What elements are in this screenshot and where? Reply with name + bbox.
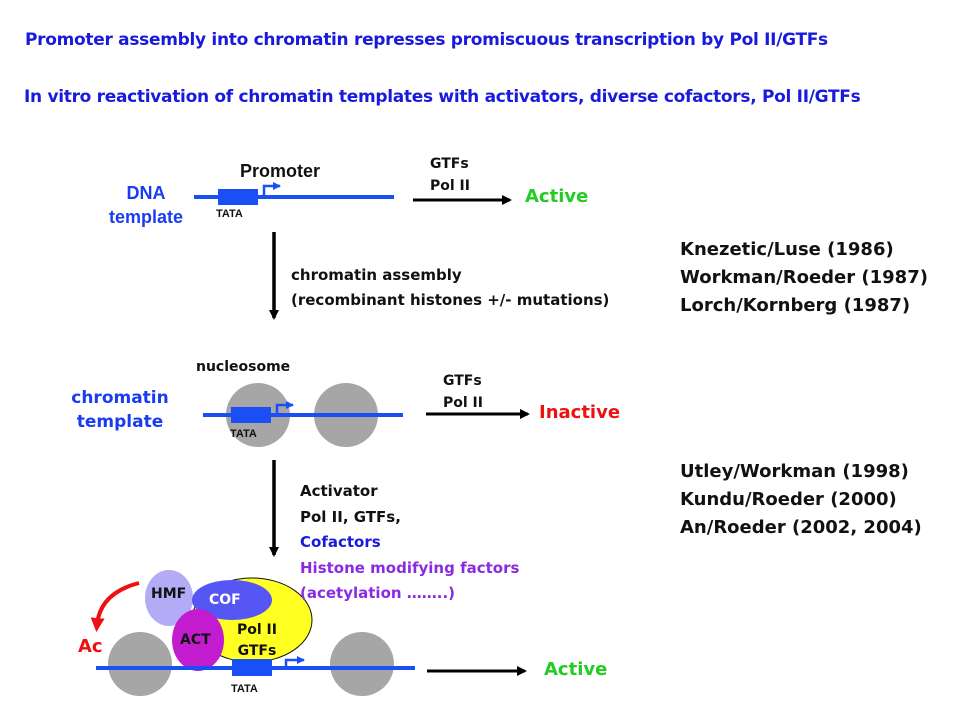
- nucleosome-label: nucleosome: [196, 359, 291, 375]
- stage3-result: Active: [544, 659, 608, 680]
- tss-arrow-icon: [275, 401, 294, 415]
- step1-line: chromatin assembly: [291, 266, 462, 284]
- factor-gtfs: GTFs: [443, 373, 482, 389]
- tata-box: [218, 189, 258, 205]
- act-label: ACT: [180, 632, 211, 648]
- tata-label: TATA: [216, 208, 243, 220]
- factor-gtfs: GTFs: [430, 156, 469, 172]
- label-line: chromatin: [71, 388, 169, 408]
- step2-acetylation: (acetylation ……..): [300, 584, 456, 602]
- stage2-chromatin: [203, 383, 403, 447]
- label-line: template: [108, 207, 184, 227]
- step2-activator: Activator: [300, 482, 378, 500]
- headline-2: In vitro reactivation of chromatin templ…: [24, 87, 861, 107]
- dna-template-label: DNA template: [101, 181, 191, 229]
- label-line: GTFs: [237, 643, 277, 659]
- factor-polii: Pol II: [443, 395, 483, 411]
- reference: Knezetic/Luse (1986): [680, 239, 894, 260]
- step1-line: (recombinant histones +/- mutations): [291, 291, 610, 309]
- hmf-label: HMF: [151, 586, 187, 602]
- stage1-factors: GTFs Pol II: [430, 153, 470, 197]
- label-line: DNA: [126, 183, 166, 203]
- step2-polii-gtfs: Pol II, GTFs,: [300, 507, 401, 526]
- step1-conditions: chromatin assembly (recombinant histones…: [291, 263, 609, 313]
- cof-label: COF: [209, 592, 241, 608]
- nucleosome-1: [108, 632, 172, 696]
- reference: Workman/Roeder (1987): [680, 267, 928, 288]
- stage2-result: Inactive: [539, 402, 621, 423]
- promoter-label: Promoter: [240, 161, 321, 181]
- tata-label: TATA: [231, 683, 258, 695]
- stage3-complex: [90, 570, 415, 696]
- tss-arrow-icon: [284, 656, 305, 668]
- cof-shape: [192, 580, 272, 620]
- references-1: Knezetic/Luse (1986) Workman/Roeder (198…: [680, 236, 928, 320]
- tata-box: [231, 407, 271, 423]
- polii-gtfs-label: Pol II GTFs: [237, 620, 277, 662]
- step2-cofactors: Cofactors: [300, 533, 381, 551]
- acetyl-label: Ac: [78, 636, 103, 657]
- acetylation-arrow-icon: [90, 581, 140, 632]
- headline-1: Promoter assembly into chromatin repress…: [25, 30, 828, 50]
- chromatin-template-label: chromatin template: [70, 386, 170, 434]
- step2-conditions: Activator Pol II, GTFs, Cofactors Histon…: [300, 479, 519, 607]
- stage2-factors: GTFs Pol II: [443, 370, 483, 414]
- nucleosome-2: [330, 632, 394, 696]
- reference: Kundu/Roeder (2000): [680, 489, 897, 510]
- act-shape: [172, 609, 224, 671]
- stage1-result: Active: [525, 186, 589, 207]
- references-2: Utley/Workman (1998) Kundu/Roeder (2000)…: [680, 458, 922, 542]
- reference: Lorch/Kornberg (1987): [680, 295, 911, 316]
- factor-polii: Pol II: [430, 178, 470, 194]
- label-line: template: [76, 412, 164, 432]
- hmf-shape: [145, 570, 193, 626]
- tata-label: TATA: [230, 428, 257, 440]
- step2-histone-factors: Histone modifying factors: [300, 558, 520, 577]
- reference: Utley/Workman (1998): [680, 461, 909, 482]
- label-line: Pol II: [237, 622, 277, 638]
- reference: An/Roeder (2002, 2004): [680, 517, 922, 538]
- tata-box: [232, 659, 272, 676]
- stage1-dna: [194, 182, 394, 205]
- tss-arrow-icon: [262, 182, 281, 197]
